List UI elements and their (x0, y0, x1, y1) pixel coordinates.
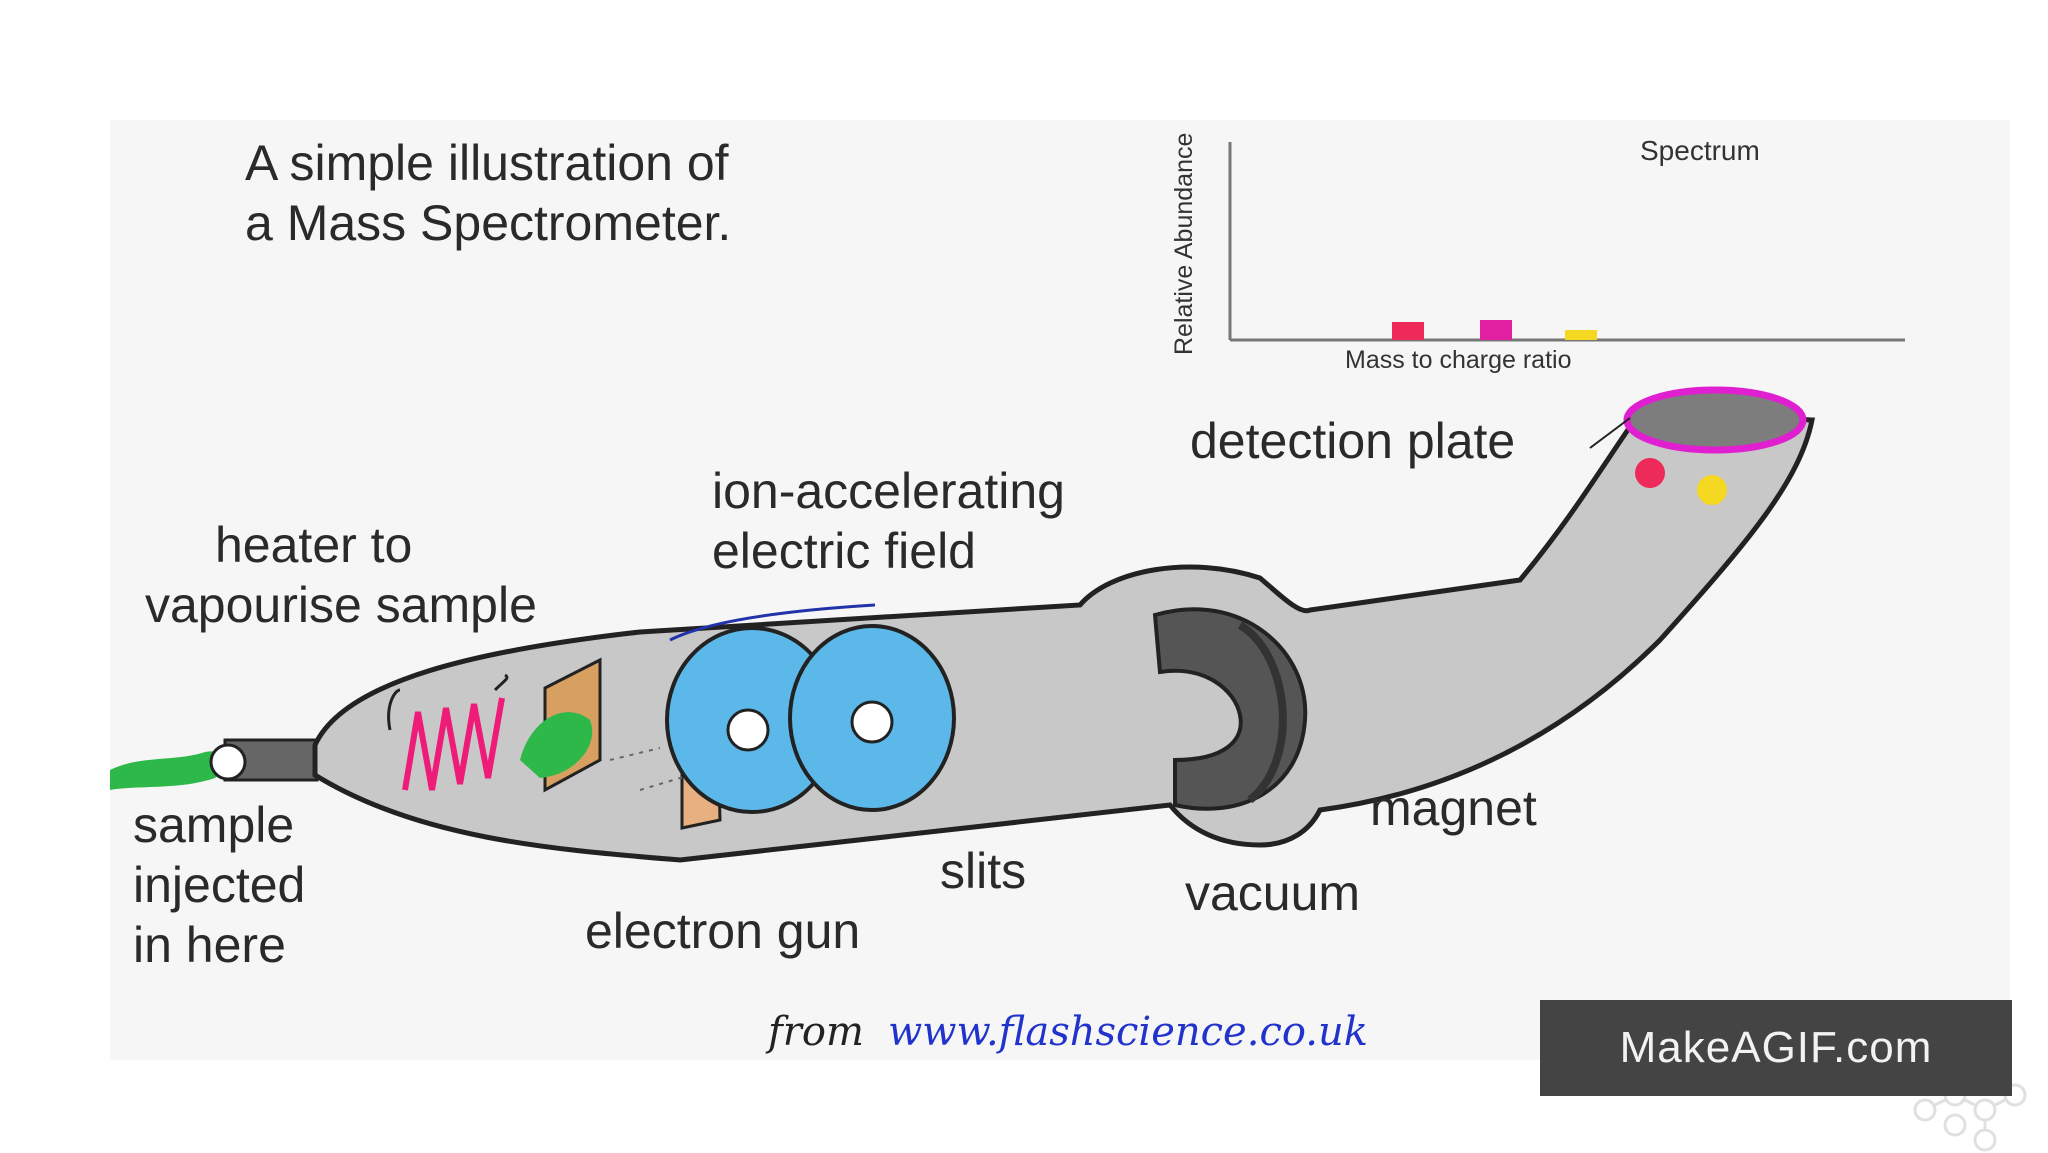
accelerating-slits (665, 624, 956, 814)
inlet-opening (209, 743, 247, 781)
title-line-1: A simple illustration of (245, 135, 729, 191)
label-sample-1: sample (133, 797, 294, 853)
label-ion-field-1: ion-accelerating (712, 463, 1065, 519)
label-ion-field-2: electric field (712, 523, 976, 579)
magnet (1152, 607, 1308, 811)
ion-spot-red (1635, 458, 1665, 488)
spectrum-ylabel: Relative Abundance (1170, 133, 1198, 355)
label-slits: slits (940, 843, 1026, 899)
vaporised-sample (520, 712, 593, 778)
spectrum-peak-yellow (1565, 330, 1597, 340)
field-scribble (669, 603, 876, 642)
slit-hole-1 (726, 708, 770, 752)
heater-coil (402, 697, 505, 791)
electron-beam (609, 747, 691, 791)
magnet-edge (1237, 621, 1287, 804)
spectrum-peak-magenta (1480, 320, 1512, 340)
credit-url: www.flashscience.co.uk (888, 1009, 1368, 1055)
slit-hole-2 (850, 700, 894, 744)
label-vacuum: vacuum (1185, 865, 1360, 921)
detection-plate-pointer (1589, 417, 1631, 449)
sample-inlet (110, 738, 319, 790)
heater-wire-left (387, 688, 401, 731)
detection-plate-ring (1623, 386, 1807, 454)
label-sample-2: injected (133, 857, 305, 913)
label-detection-plate: detection plate (1190, 413, 1515, 469)
ion-spot-yellow (1697, 475, 1727, 505)
spectrum-title: Spectrum (1640, 135, 1760, 166)
spectrum-peak-red (1392, 322, 1424, 340)
label-magnet: magnet (1370, 780, 1537, 836)
credit-from: from (765, 1009, 864, 1055)
watermark-badge: MakeAGIF.com (1540, 1000, 2012, 1096)
spectrum-inset: Spectrum Relative Abundance Mass to char… (1170, 133, 1905, 374)
label-electron-gun: electron gun (585, 903, 860, 959)
heater-wire-right (493, 673, 509, 692)
spectrum-xlabel: Mass to charge ratio (1345, 346, 1572, 374)
sample-blob (110, 751, 226, 790)
label-heater-1: heater to (215, 517, 412, 573)
label-sample-3: in here (133, 917, 286, 973)
label-heater-2: vapourise sample (145, 577, 537, 633)
title-line-2: a Mass Spectrometer. (245, 195, 731, 251)
